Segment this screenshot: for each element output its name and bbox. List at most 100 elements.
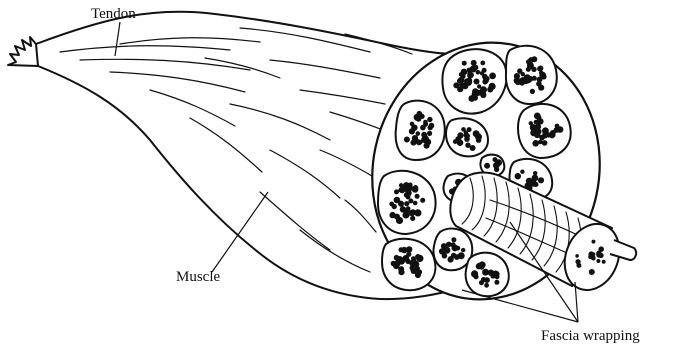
fiber-dot: [476, 263, 482, 269]
fiber-dot: [523, 78, 529, 84]
fiber-dot: [555, 124, 560, 129]
fiber-dot: [423, 122, 428, 127]
fiber-dot: [576, 263, 581, 268]
fiber-dot: [589, 269, 595, 275]
fiber-dot: [453, 82, 459, 88]
fiber-dot: [538, 66, 544, 72]
fiber-dot: [550, 134, 555, 139]
fiber-dot: [464, 136, 470, 142]
muscle-label: Muscle: [176, 269, 220, 286]
fascia-leader-line-2: [462, 290, 578, 322]
fiber-dot: [484, 277, 490, 283]
fiber-dot: [414, 209, 421, 216]
fiber-dot: [398, 269, 404, 275]
fiber-dot: [411, 258, 416, 263]
fiber-dot: [480, 92, 486, 98]
fiber-dot: [477, 84, 481, 88]
fiber-dot: [417, 270, 422, 275]
fiber-dot: [455, 246, 460, 251]
fascia-wrapping-label: Fascia wrapping: [541, 328, 640, 345]
fiber-dot: [480, 61, 485, 66]
fiber-dot: [410, 216, 415, 221]
fiber-dot: [411, 268, 417, 274]
fiber-dot: [403, 182, 409, 188]
fiber-dot: [451, 253, 456, 258]
fiber-dot: [483, 78, 489, 84]
fiber-dot: [428, 125, 433, 130]
fiber-dot: [530, 89, 535, 94]
fiber-dot: [476, 70, 481, 75]
fiber-dot: [495, 274, 500, 279]
fiber-dot: [482, 269, 489, 276]
fiber-dot: [602, 260, 606, 264]
fiber-dot: [406, 206, 411, 211]
fiber-dot: [489, 73, 496, 80]
fiber-dot: [427, 131, 432, 136]
fiber-dot: [470, 145, 476, 151]
fiber-dot: [416, 131, 421, 136]
fiber-dot: [389, 202, 394, 207]
fiber-dot: [399, 202, 404, 207]
fiber-dot: [520, 170, 524, 174]
fiber-dot: [424, 143, 430, 149]
fiber-dot: [416, 255, 423, 262]
fiber-dot: [451, 237, 456, 242]
fiber-dot: [539, 71, 543, 75]
fiber-dot: [472, 88, 479, 95]
fiber-dot: [532, 140, 539, 147]
fiber-dot: [537, 118, 543, 124]
fiber-dot: [596, 259, 600, 263]
tendon-frayed-end: [8, 37, 38, 66]
fiber-dot: [470, 66, 477, 73]
fiber-dot: [537, 77, 543, 83]
fiber-dot: [401, 247, 407, 253]
fiber-dot: [408, 199, 413, 204]
fiber-dot: [461, 248, 465, 252]
fiber-dot: [461, 69, 468, 76]
fiber-dot: [404, 201, 409, 206]
fiber-dot: [398, 188, 403, 193]
fiber-dot: [484, 283, 489, 288]
fiber-dot: [515, 79, 521, 85]
fiber-dot: [532, 175, 539, 182]
fiber-dot: [473, 130, 480, 137]
fiber-dot: [468, 95, 475, 102]
fiber-dot: [427, 117, 432, 122]
fiber-dot: [421, 136, 428, 143]
fiber-dot: [441, 243, 447, 249]
fiber-dot: [528, 57, 534, 63]
fiber-dot: [457, 139, 464, 146]
fiber-dot: [413, 201, 418, 206]
fiber-dot: [417, 111, 423, 117]
fiber-dot: [420, 198, 425, 203]
fiber-dot: [410, 140, 416, 146]
fiber-dot: [592, 240, 596, 244]
fiber-dot: [494, 280, 499, 285]
fiber-dot: [531, 67, 536, 72]
fiber-dot: [412, 186, 419, 193]
fiber-dot: [415, 194, 420, 199]
fiber-dot: [488, 87, 493, 92]
fiber-dot: [474, 79, 480, 85]
fiber-dot: [515, 173, 521, 179]
fiber-dot: [534, 129, 541, 136]
fiber-dot: [461, 127, 466, 132]
fiber-dot: [459, 82, 464, 87]
fiber-dot: [466, 78, 471, 83]
fiber-dot: [467, 73, 473, 79]
fiber-dot: [406, 195, 411, 200]
fiber-dot: [534, 182, 538, 186]
fiber-dot: [480, 71, 484, 75]
fiber-dot: [404, 137, 410, 143]
tendon-label: Tendon: [91, 6, 136, 23]
fiber-dot: [457, 132, 463, 138]
fiber-dot: [538, 177, 544, 183]
fiber-dot: [471, 270, 478, 277]
fascicle-bundle: [396, 101, 445, 160]
fiber-dot: [399, 183, 403, 187]
fiber-dot: [538, 85, 544, 91]
fiber-dot: [391, 261, 397, 267]
fiber-dot: [575, 254, 579, 258]
fiber-dot: [526, 67, 531, 72]
fiber-dot: [398, 258, 405, 265]
